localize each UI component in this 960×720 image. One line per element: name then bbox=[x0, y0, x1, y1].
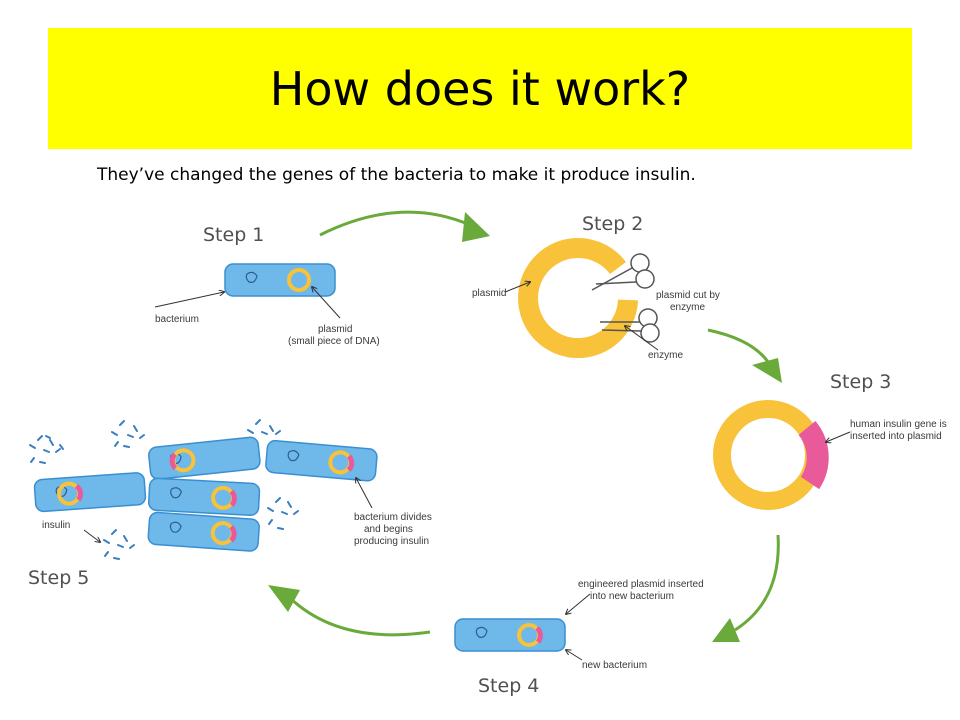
label-engineered-line2: into new bacterium bbox=[590, 591, 674, 602]
step3-plasmid-with-gene bbox=[713, 400, 829, 510]
step3-label: Step 3 bbox=[830, 371, 891, 393]
cycle-arrow-2-to-3 bbox=[707, 328, 782, 383]
label-insulin: insulin bbox=[42, 520, 70, 531]
step5-bacterium-a bbox=[33, 471, 147, 513]
label-step2-plasmid: plasmid bbox=[472, 288, 506, 299]
title-banner: How does it work? bbox=[48, 28, 912, 149]
step5-bacterium-b bbox=[147, 435, 262, 481]
step5-bacterium-e bbox=[264, 439, 379, 483]
label-engineered-line1: engineered plasmid inserted bbox=[578, 579, 704, 590]
page-title: How does it work? bbox=[269, 61, 691, 116]
step4-new-bacterium bbox=[454, 618, 566, 652]
label-divides-line3: producing insulin bbox=[354, 536, 429, 547]
step2-label: Step 2 bbox=[582, 213, 643, 235]
step5-label: Step 5 bbox=[28, 567, 89, 589]
label-new-bacterium: new bacterium bbox=[582, 660, 647, 671]
label-plasmid-cut-line1: plasmid cut by bbox=[656, 290, 720, 301]
label-divides-line1: bacterium divides bbox=[354, 512, 432, 523]
label-plasmid-line1: plasmid bbox=[318, 324, 352, 335]
label-divides-line2: and begins bbox=[364, 524, 413, 535]
label-insulin-gene-line1: human insulin gene is bbox=[850, 419, 947, 430]
step5-bacterium-d bbox=[147, 511, 261, 553]
step4-label: Step 4 bbox=[478, 675, 539, 697]
step1-bacterium bbox=[224, 263, 336, 297]
step1-plasmid bbox=[287, 268, 311, 292]
cycle-arrow-1-to-2 bbox=[319, 210, 490, 242]
label-insulin-gene-line2: inserted into plasmid bbox=[850, 431, 942, 442]
scissors-icon bbox=[591, 253, 655, 291]
cycle-arrow-4-to-5 bbox=[268, 585, 431, 637]
insulin-particles bbox=[29, 419, 299, 560]
step2-cut-plasmid bbox=[518, 238, 638, 359]
label-plasmid-cut-line2: enzyme bbox=[670, 302, 705, 313]
subtitle: They’ve changed the genes of the bacteri… bbox=[97, 165, 696, 185]
label-plasmid-line2: (small piece of DNA) bbox=[288, 336, 380, 347]
label-enzyme: enzyme bbox=[648, 350, 683, 361]
step5-bacterium-c bbox=[147, 477, 261, 517]
label-bacterium: bacterium bbox=[155, 314, 199, 325]
insulin-gene bbox=[798, 420, 829, 490]
cycle-arrow-3-to-4 bbox=[712, 534, 780, 642]
scissors-icon bbox=[600, 308, 660, 343]
step1-label: Step 1 bbox=[203, 224, 264, 246]
